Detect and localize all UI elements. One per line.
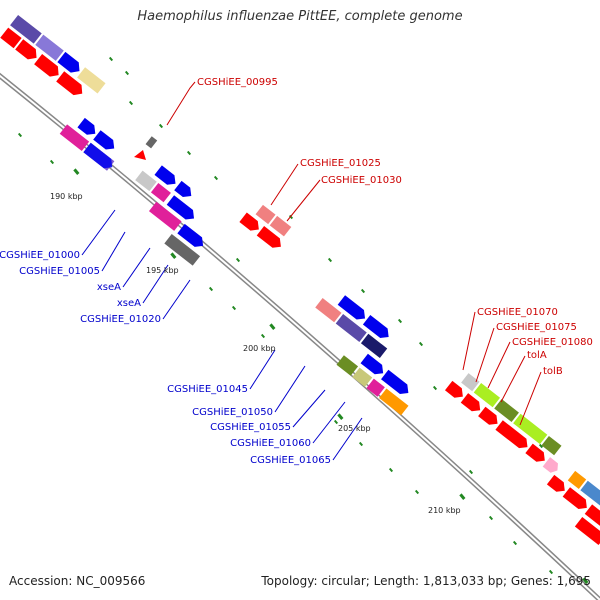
gene-cluster-bottom-right <box>546 470 600 545</box>
gene-label-cgshiee-01075[interactable]: CGSHiEE_01075 <box>496 322 577 333</box>
gene-label-tola[interactable]: tolA <box>527 350 547 361</box>
scale-mark-200: 200 kbp <box>243 344 276 353</box>
gene-label-tolb[interactable]: tolB <box>543 366 563 377</box>
gene-cluster-top-left <box>0 14 106 96</box>
gene-label-cgshiee-01045[interactable]: CGSHiEE_01045 <box>167 384 248 395</box>
scale-mark-190: 190 kbp <box>50 192 83 201</box>
gene-label-xsea-2[interactable]: xseA <box>117 298 141 309</box>
gene-label-cgshiee-01070[interactable]: CGSHiEE_01070 <box>477 307 558 318</box>
leader-lines <box>81 81 542 461</box>
reverse-gene-labels: CGSHiEE_00995 CGSHiEE_01025 CGSHiEE_0103… <box>197 77 593 377</box>
gene-cluster-195 <box>135 165 204 266</box>
topology-text: Topology: circular; Length: 1,813,033 bp… <box>261 574 591 588</box>
gene-label-cgshiee-00995[interactable]: CGSHiEE_00995 <box>197 77 278 88</box>
gene-label-cgshiee-01060[interactable]: CGSHiEE_01060 <box>230 438 311 449</box>
scale-mark-195: 195 kbp <box>146 266 179 275</box>
map-title: Haemophilus influenzae PittEE, complete … <box>137 9 463 24</box>
forward-gene-labels: CGSHiEE_01000 CGSHiEE_01005 xseA xseA CG… <box>0 250 331 466</box>
scale-marks: 190 kbp 195 kbp 200 kbp 205 kbp 210 kbp <box>50 192 461 515</box>
gene-label-xsea-1[interactable]: xseA <box>97 282 121 293</box>
tick-dots <box>17 56 589 584</box>
gene-label-cgshiee-01050[interactable]: CGSHiEE_01050 <box>192 407 273 418</box>
gene-cluster-00995 <box>134 136 158 160</box>
gene-label-cgshiee-01030[interactable]: CGSHiEE_01030 <box>321 175 402 186</box>
gene-label-cgshiee-01025[interactable]: CGSHiEE_01025 <box>300 158 381 169</box>
gene-cluster-190 <box>59 117 115 171</box>
gene-label-cgshiee-01055[interactable]: CGSHiEE_01055 <box>210 422 291 433</box>
scale-mark-210: 210 kbp <box>428 506 461 515</box>
gene-cluster-200 <box>315 295 409 416</box>
accession-text: Accession: NC_009566 <box>9 574 146 588</box>
gene-label-cgshiee-01080[interactable]: CGSHiEE_01080 <box>512 337 593 348</box>
gene-label-cgshiee-01065[interactable]: CGSHiEE_01065 <box>250 455 331 466</box>
gene-label-cgshiee-01005[interactable]: CGSHiEE_01005 <box>19 266 100 277</box>
gene-label-cgshiee-01000[interactable]: CGSHiEE_01000 <box>0 250 80 261</box>
gene-label-cgshiee-01020[interactable]: CGSHiEE_01020 <box>80 314 161 325</box>
gene-cluster-01025 <box>239 204 292 248</box>
gene-cluster-210 <box>444 373 562 473</box>
scale-mark-205: 205 kbp <box>338 424 371 433</box>
